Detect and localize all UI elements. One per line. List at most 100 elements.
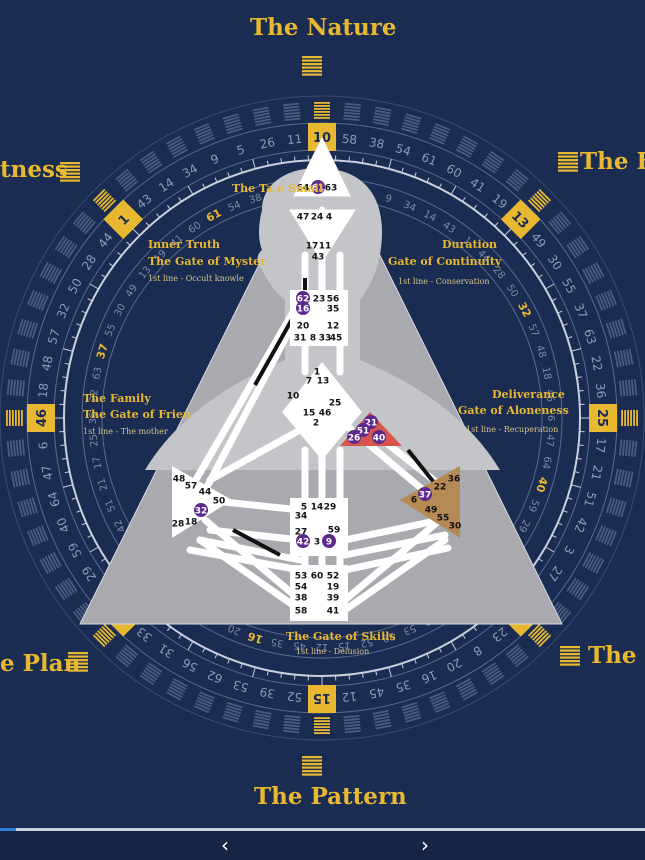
gate-label: 9 <box>326 538 332 548</box>
hexagram-line <box>224 710 241 717</box>
gate-number: 12 <box>316 641 329 652</box>
hexagram-line <box>620 501 627 518</box>
outer-gate: 64 <box>45 490 63 509</box>
hexagram-line <box>600 527 609 543</box>
gate-number: 56 <box>180 655 200 675</box>
hexagram-line <box>530 626 543 639</box>
hexagram-line <box>481 163 496 174</box>
zodiac-tick <box>522 252 527 257</box>
zodiac-tick <box>574 471 580 474</box>
outer-gate: 57 <box>45 327 63 346</box>
hexagram-line <box>630 410 632 426</box>
gate-label: 60 <box>311 572 324 582</box>
inner-gate: 54 <box>227 199 243 214</box>
gate-number: 58 <box>341 132 358 147</box>
outer-gate: 17 <box>593 437 608 454</box>
hexagram-line <box>558 162 578 165</box>
hexagram-line <box>18 410 20 426</box>
zodiac-tick <box>401 663 404 669</box>
inner-gate: 47 <box>543 434 555 448</box>
hexagram-line <box>343 720 361 725</box>
hexagram-line <box>505 644 520 656</box>
gate-number: 6 <box>36 441 51 450</box>
hexagram-line <box>122 177 137 190</box>
outer-gate: 34 <box>180 161 200 181</box>
zodiac-tick <box>156 213 161 218</box>
hexagram-line <box>25 468 31 485</box>
hexagram-line <box>146 664 161 676</box>
hexagram-line <box>509 175 523 188</box>
hexagram-line <box>403 119 420 126</box>
gate-label: 57 <box>185 482 198 492</box>
hexagram-line <box>431 131 447 140</box>
activated-gate-marker <box>418 487 432 501</box>
zodiac-tick <box>71 497 77 500</box>
hexagram-line <box>557 609 570 623</box>
hexagram-line <box>372 709 389 715</box>
hexagram-icon <box>505 644 529 668</box>
zodiac-tick <box>571 348 581 352</box>
hexagram-line <box>621 439 626 456</box>
hexagram-line <box>401 701 418 709</box>
label-upper-right-gate: Gate of Continuity <box>388 255 502 268</box>
hexagram-icon <box>10 468 31 488</box>
hexagram-line <box>590 556 600 572</box>
hexagram-line <box>592 263 602 279</box>
zodiac-tick <box>266 670 269 676</box>
hexagram-icon <box>455 135 479 158</box>
center-ajna <box>289 209 356 263</box>
hexagram-line <box>558 155 578 158</box>
hexagram-line <box>81 218 94 233</box>
gate-number: 18 <box>539 366 552 381</box>
hexagram-line <box>302 756 322 759</box>
zodiac-tick <box>504 228 512 236</box>
outer-gate: 45 <box>368 684 386 701</box>
hexagram-line <box>614 499 621 516</box>
hexagram-line <box>97 630 110 643</box>
label-bottom-line: 1st line - Delusion <box>296 647 369 656</box>
gate-number: 46 <box>543 389 555 403</box>
hexagram-line <box>511 173 525 185</box>
hexagram-line <box>284 114 301 119</box>
gate-number: 6 <box>545 415 556 421</box>
hexagram-line <box>115 655 129 668</box>
hexagram-line <box>103 199 117 213</box>
hexagram-line <box>617 500 624 517</box>
zodiac-tick <box>567 336 573 339</box>
hexagram-line <box>633 410 635 426</box>
hexagram-icon <box>39 551 62 575</box>
outer-gate: 6 <box>36 441 51 450</box>
prev-button[interactable]: ‹ <box>221 833 229 857</box>
gate-number: 46 <box>35 409 50 427</box>
hexagram-line <box>618 380 623 397</box>
outer-gate: 15 <box>308 685 336 713</box>
channel <box>341 516 444 604</box>
hexagram-line <box>608 498 616 514</box>
next-button[interactable]: › <box>421 833 429 857</box>
hexagram-icon <box>455 678 479 701</box>
hexagram-line <box>115 168 129 181</box>
gate-label: 52 <box>327 572 340 582</box>
hexagram-line <box>6 410 8 426</box>
hexagram-line <box>619 350 625 367</box>
hexagram-line <box>314 117 330 119</box>
inner-gate: 63 <box>91 366 104 381</box>
outer-gate: 47 <box>39 464 56 482</box>
hexagram-line <box>26 289 35 306</box>
outer-gate: 16 <box>419 667 438 686</box>
outer-gate: 21 <box>588 464 605 482</box>
inner-gate: 48 <box>534 344 548 359</box>
hexagram-icon <box>343 102 361 122</box>
hexagram-line <box>405 113 422 120</box>
hexagram-line <box>595 559 605 575</box>
hexagram-icon <box>139 150 163 174</box>
hexagram-line <box>559 611 572 625</box>
hexagram-line <box>573 239 585 254</box>
inner-gate: 36 <box>88 412 99 425</box>
hexagram-line <box>6 379 11 396</box>
outer-gate: 11 <box>286 132 303 147</box>
hexagram-line <box>302 773 322 776</box>
hexagram-line <box>77 215 89 229</box>
hexagram-line <box>165 691 181 701</box>
hexagram-line <box>68 666 88 669</box>
